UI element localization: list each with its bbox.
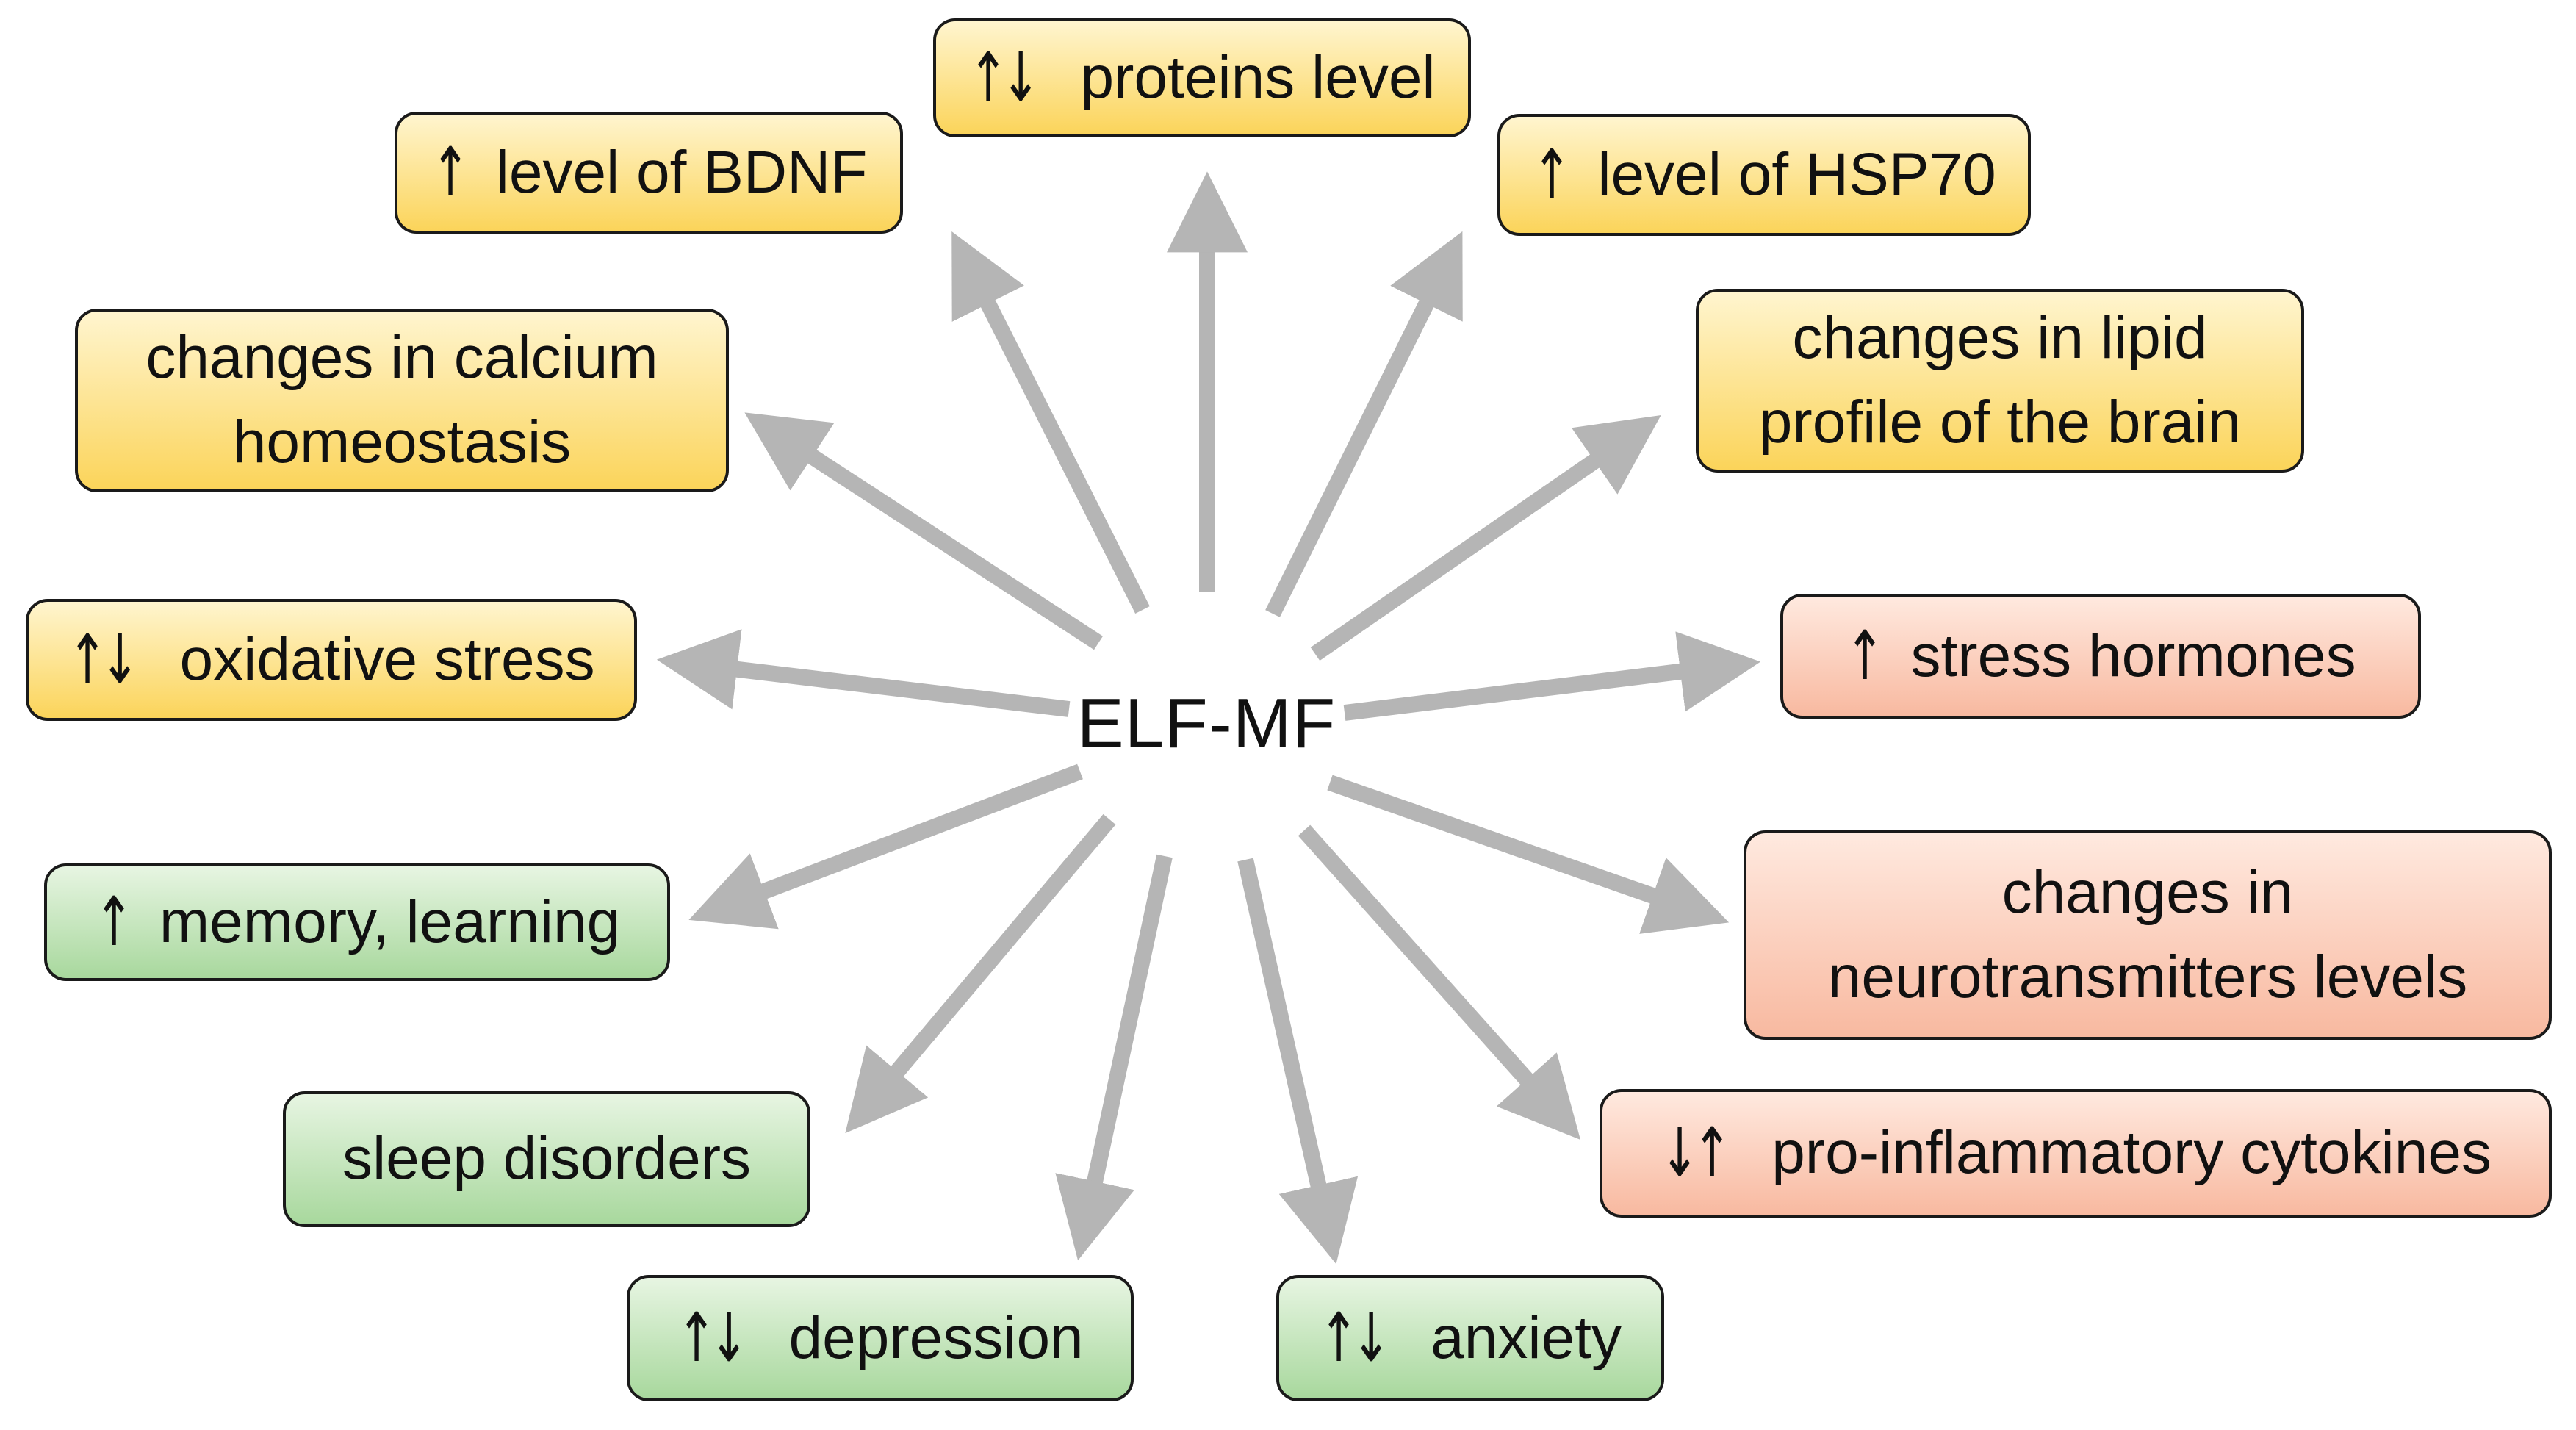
box-label: level of BDNF — [495, 138, 868, 206]
box-label: depression — [788, 1304, 1084, 1371]
box-label: changes in calcium homeostasis — [145, 324, 658, 475]
up-down-arrow-icon: ↑↓ — [968, 37, 1040, 117]
box-proteins-level: ↑↓ proteins level — [933, 18, 1471, 137]
box-label: proteins level — [1080, 43, 1436, 111]
up-down-arrow-icon: ↑↓ — [1319, 1298, 1391, 1377]
box-label: memory, learning — [159, 888, 621, 955]
arrow-to-cytokines — [1298, 824, 1581, 1140]
box-sleep-disorders: sleep disorders — [283, 1091, 810, 1227]
box-level-of-bdnf: ↑ level of BDNF — [395, 112, 903, 234]
box-label: pro-inflammatory cytokines — [1771, 1119, 2492, 1187]
arrow-to-depression — [1055, 854, 1173, 1261]
box-neurotransmitters-levels: changes in neurotransmitters levels — [1744, 830, 2552, 1040]
up-arrow-icon: ↑ — [93, 882, 134, 961]
box-lipid-profile: changes in lipid profile of the brain — [1696, 289, 2304, 473]
up-down-arrow-icon: ↑↓ — [68, 619, 140, 699]
box-oxidative-stress: ↑↓ oxidative stress — [26, 599, 637, 721]
box-label: stress hormones — [1910, 622, 2356, 689]
up-arrow-icon: ↑ — [430, 132, 470, 212]
arrow-to-neurotransmitters — [1327, 775, 1730, 934]
up-arrow-icon: ↑ — [1532, 134, 1572, 214]
arrow-to-hormones — [1343, 631, 1761, 721]
box-label: changes in lipid profile of the brain — [1758, 304, 2242, 456]
center-label-elf-mf: ELF-MF — [1076, 684, 1336, 763]
box-depression: ↑↓ depression — [627, 1275, 1134, 1401]
box-pro-inflammatory-cytokines: ↓↑ pro-inflammatory cytokines — [1600, 1089, 2552, 1218]
arrow-to-calcium — [744, 412, 1104, 650]
up-down-arrow-icon: ↑↓ — [677, 1298, 749, 1377]
arrow-to-anxiety — [1237, 858, 1359, 1265]
box-memory-learning: ↑ memory, learning — [44, 863, 670, 981]
box-level-of-hsp70: ↑ level of HSP70 — [1497, 114, 2031, 236]
box-label: level of HSP70 — [1597, 140, 1996, 208]
box-label: sleep disorders — [342, 1125, 752, 1193]
arrow-to-oxidative — [656, 629, 1071, 717]
box-anxiety: ↑↓ anxiety — [1276, 1275, 1664, 1401]
box-stress-hormones: ↑ stress hormones — [1780, 594, 2421, 719]
box-calcium-homeostasis: changes in calcium homeostasis — [75, 309, 729, 492]
box-label: changes in neurotransmitters levels — [1827, 858, 2468, 1010]
box-label: anxiety — [1431, 1304, 1622, 1371]
arrow-to-sleep — [845, 813, 1116, 1134]
arrow-to-lipid — [1310, 414, 1661, 661]
up-arrow-icon: ↑ — [1845, 616, 1885, 695]
down-up-arrow-icon: ↓↑ — [1660, 1113, 1732, 1193]
arrow-to-bdnf — [951, 231, 1150, 614]
arrow-to-hsp70 — [1265, 231, 1463, 617]
box-label: oxidative stress — [179, 625, 595, 693]
arrow-to-memory — [688, 763, 1083, 930]
